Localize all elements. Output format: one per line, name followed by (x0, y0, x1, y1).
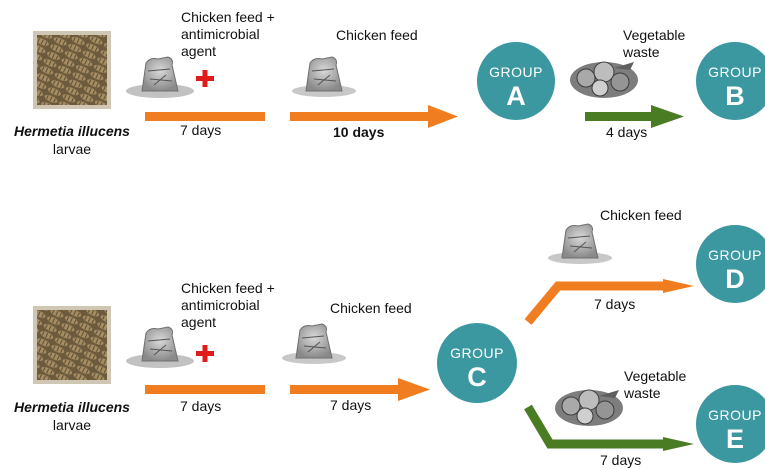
step-label: Vegetable waste (623, 27, 686, 60)
group-word: GROUP (708, 64, 762, 80)
vegetable-waste-icon (570, 61, 638, 98)
species-name: Hermetia illucens (14, 399, 130, 415)
group-letter: B (725, 81, 745, 111)
step-label: Vegetable waste (624, 368, 687, 401)
flow-arrow (524, 279, 694, 325)
flow-arrow (290, 105, 458, 128)
flow-arrow (585, 105, 684, 128)
group-b-node: GROUP B (696, 42, 765, 120)
species-name: Hermetia illucens (14, 123, 130, 139)
step-label: Chicken feed + antimicrobial agent (181, 9, 275, 59)
flow-arrow (524, 404, 694, 451)
group-word: GROUP (450, 345, 504, 361)
duration-label: 7 days (600, 452, 642, 468)
larvae-photo-icon (33, 31, 111, 109)
larvae-photo-icon (33, 306, 111, 384)
group-c-node: GROUP C (437, 323, 517, 403)
chicken-feed-sack-icon (126, 326, 194, 368)
chicken-feed-sack-icon (126, 56, 194, 98)
step-label: Chicken feed (330, 300, 412, 316)
duration-label: 7 days (180, 398, 222, 414)
species-stage: larvae (52, 417, 92, 433)
chicken-feed-sack-icon (548, 223, 612, 264)
vegetable-waste-icon (555, 389, 623, 426)
chicken-feed-sack-icon (282, 323, 346, 364)
duration-label: 7 days (330, 397, 372, 413)
chicken-feed-sack-icon (292, 56, 356, 97)
group-d-node: GROUP D (696, 225, 765, 303)
group-a-node: GROUP A (477, 42, 555, 120)
step-label: Chicken feed + antimicrobial agent (181, 280, 275, 330)
group-word: GROUP (708, 407, 762, 423)
duration-label: 7 days (180, 122, 222, 138)
group-letter: C (467, 362, 487, 392)
flow-arrow (290, 378, 430, 401)
duration-label: 10 days (333, 124, 385, 140)
species-stage: larvae (52, 141, 92, 157)
red-cross-icon (196, 345, 214, 362)
duration-label: 7 days (594, 296, 636, 312)
species-label: Hermetia illucens larvae (7, 398, 137, 434)
group-e-node: GROUP E (696, 385, 765, 463)
feeding-period-bar (145, 112, 265, 121)
group-letter: E (725, 424, 744, 454)
species-label: Hermetia illucens larvae (7, 122, 137, 158)
step-label: Chicken feed (600, 207, 682, 223)
step-label: Chicken feed (336, 27, 418, 43)
group-letter: D (725, 264, 745, 294)
feeding-period-bar (145, 385, 265, 394)
group-word: GROUP (489, 64, 543, 80)
red-cross-icon (196, 70, 214, 87)
duration-label: 4 days (606, 124, 648, 140)
group-word: GROUP (708, 247, 762, 263)
group-letter: A (506, 81, 526, 111)
